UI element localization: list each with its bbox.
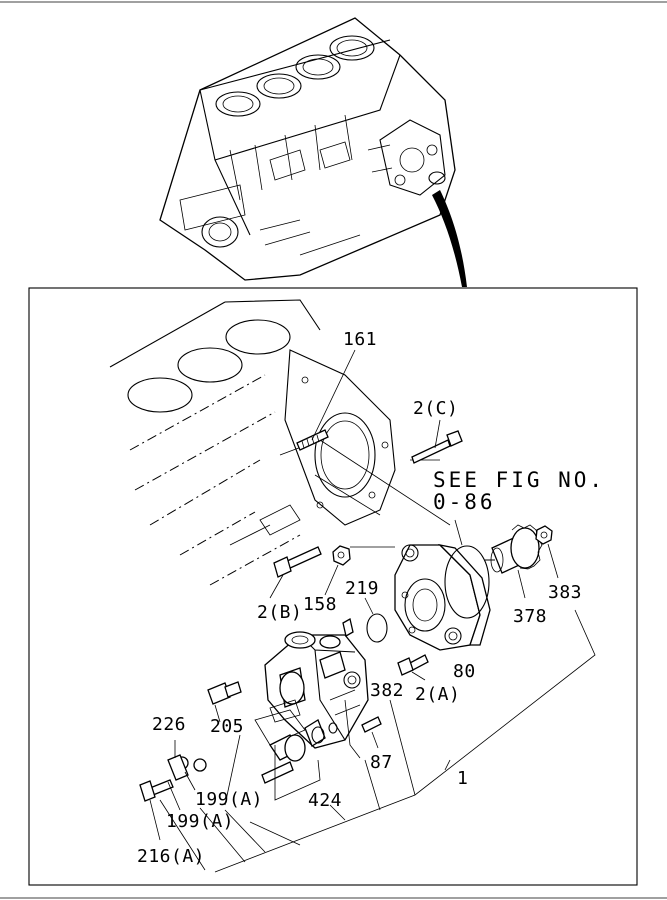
cutaway-engine-block xyxy=(109,299,396,586)
valve-424 xyxy=(261,719,326,801)
bore-a xyxy=(127,377,193,413)
bolt-2b xyxy=(269,546,322,599)
bore-b xyxy=(177,347,243,383)
callout-161[interactable]: 161 xyxy=(343,329,377,350)
callout-383[interactable]: 383 xyxy=(548,582,582,603)
bolt-87 xyxy=(361,716,382,749)
nut-158 xyxy=(324,545,351,596)
callout-80[interactable]: 80 xyxy=(453,661,476,682)
callout-1[interactable]: 1 xyxy=(457,768,468,789)
detail-frame xyxy=(28,287,638,886)
callout-424[interactable]: 424 xyxy=(308,790,342,811)
callout-158[interactable]: 158 xyxy=(303,594,337,615)
callout-382[interactable]: 382 xyxy=(370,680,404,701)
pump-flange-housing xyxy=(394,543,491,651)
banjo-fitting-group xyxy=(139,740,207,841)
bolt-2a xyxy=(397,654,429,681)
callout-87[interactable]: 87 xyxy=(370,752,393,773)
cylinder-bore-4 xyxy=(329,35,375,61)
gear-case-plate xyxy=(284,349,396,526)
sensor-205 xyxy=(207,681,242,723)
see-fig-number: 0-86 xyxy=(433,490,496,514)
callout-216a[interactable]: 216(A) xyxy=(137,846,205,867)
detail-pointer xyxy=(432,190,467,287)
nut-383 xyxy=(535,525,559,579)
callout-2a[interactable]: 2(A) xyxy=(415,684,460,705)
pump-overview xyxy=(379,119,446,196)
engine-block-overview xyxy=(159,17,456,281)
callout-205[interactable]: 205 xyxy=(210,716,244,737)
callout-199a-upper[interactable]: 199(A) xyxy=(195,789,263,810)
cylinder-bore-1 xyxy=(215,91,261,117)
washer-199a-2 xyxy=(193,758,207,772)
callout-226[interactable]: 226 xyxy=(152,714,186,735)
cylinder-bore-2 xyxy=(256,73,302,99)
stud-161 xyxy=(296,349,356,451)
bolt-2c xyxy=(411,419,463,464)
o-ring-219 xyxy=(366,613,388,643)
callout-219[interactable]: 219 xyxy=(345,578,379,599)
callout-2c[interactable]: 2(C) xyxy=(413,398,458,419)
callout-199a-lower[interactable]: 199(A) xyxy=(166,811,234,832)
assembly-1-bracket xyxy=(159,609,596,873)
drive-gear-378 xyxy=(490,524,543,599)
see-fig-note: SEE FIG NO. xyxy=(433,468,605,492)
callout-378[interactable]: 378 xyxy=(513,606,547,627)
injection-pump-assembly xyxy=(254,618,369,749)
bore-c xyxy=(225,319,291,355)
cylinder-bore-3 xyxy=(295,54,341,80)
o-ring-large xyxy=(444,545,490,619)
callout-2b[interactable]: 2(B) xyxy=(257,602,302,623)
